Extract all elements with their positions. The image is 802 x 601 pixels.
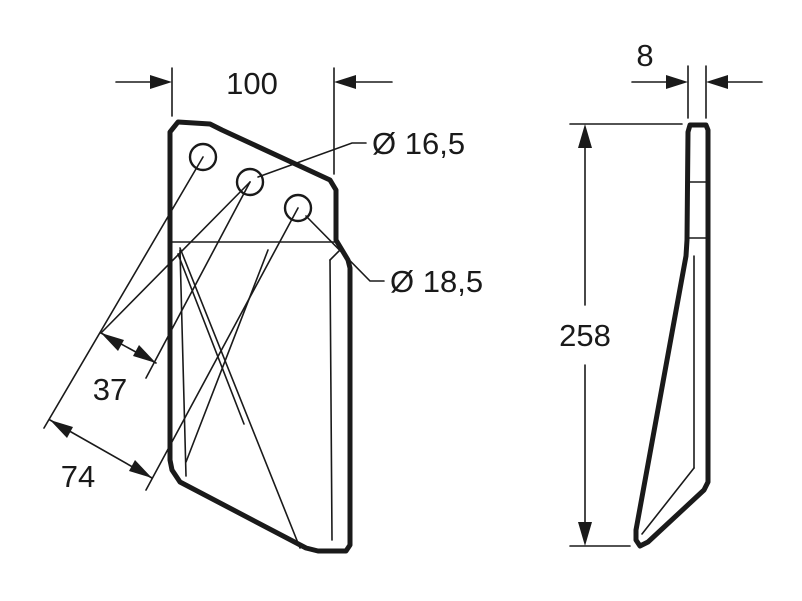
width-arrowhead-right (334, 75, 356, 89)
thickness-arrowhead-left (666, 75, 688, 89)
blade-cross-line-3 (177, 253, 245, 425)
hole-1-extension (43, 156, 204, 429)
spacing-large-label: 74 (61, 459, 95, 494)
front-view: 100 Ø 16,5 Ø 18,5 37 74 (43, 66, 483, 554)
hole-2-extension-lower (145, 181, 251, 379)
blade-inner-right-edge (329, 259, 333, 541)
hole-small-label: Ø 16,5 (372, 126, 465, 161)
side-profile-outline (633, 122, 711, 549)
side-profile-inner-bevel (641, 467, 695, 535)
spacing-large-arrowhead-2 (129, 460, 152, 478)
hole-2-extension (100, 181, 251, 334)
blade-cross-line-2 (185, 249, 269, 463)
thickness-arrowhead-right (706, 75, 728, 89)
thickness-dimension-label: 8 (636, 38, 653, 73)
hole-large-leader (305, 215, 385, 282)
hole-3-extension (145, 207, 299, 491)
side-view: 8 258 (559, 38, 763, 549)
spacing-small-arrowhead-1 (101, 333, 124, 351)
hole-small-leader (257, 142, 367, 178)
width-dimension-label: 100 (226, 66, 278, 101)
spacing-small-label: 37 (93, 372, 127, 407)
width-arrowhead-left (150, 75, 172, 89)
spacing-small-arrowhead-2 (133, 345, 156, 363)
height-arrowhead-bottom (578, 522, 592, 546)
height-dimension-label: 258 (559, 318, 611, 353)
hole-large-label: Ø 18,5 (390, 264, 483, 299)
height-arrowhead-top (578, 124, 592, 148)
spacing-large-arrowhead-1 (50, 420, 73, 438)
blade-inner-left-edge (179, 249, 187, 477)
blade-cross-line-1 (179, 247, 301, 549)
